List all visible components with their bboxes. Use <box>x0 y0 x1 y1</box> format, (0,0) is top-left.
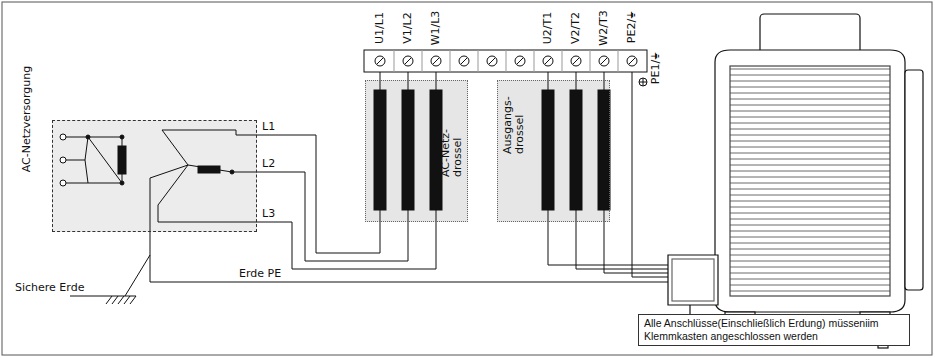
terminal-strip <box>364 50 647 72</box>
supply-wire <box>257 172 408 261</box>
wire-label: L3 <box>261 208 276 220</box>
terminal-label: W1/L3 <box>430 11 442 46</box>
node-text: AC-Netz- drossel <box>440 121 464 177</box>
reactor-coils <box>374 72 610 222</box>
supply-region: AC-Netzversorgung <box>52 120 257 232</box>
line-reactor: AC-Netz- drossel <box>365 80 468 222</box>
terminal-label: PE2/⏚ <box>626 11 638 43</box>
motor-wires <box>548 72 668 277</box>
terminal-label: V1/L2 <box>402 12 414 43</box>
supply-fill <box>52 120 257 232</box>
note-box: Alle Anschlüsse(Einschließlich Erdung) m… <box>638 314 910 346</box>
supply-wire <box>257 135 380 253</box>
terminal-label: PE1/⏚ <box>650 52 662 84</box>
terminal-label: U1/L1 <box>374 12 386 44</box>
terminal-label: U2/T1 <box>542 12 554 44</box>
ground-symbol <box>70 296 136 304</box>
node-text: Alle Anschlüsse(Einschließlich Erdung) m… <box>644 317 904 343</box>
terminal-label: W2/T3 <box>598 10 610 45</box>
pe-terminal-symbol <box>639 78 647 86</box>
supply-wire <box>257 222 436 269</box>
reactor-fill <box>365 80 468 222</box>
output-reactor: Ausgangs- drossel <box>497 80 610 222</box>
motor <box>668 14 923 348</box>
wire-label: Sichere Erde <box>14 282 85 294</box>
wire-label: Erde PE <box>238 268 282 280</box>
wire-label: L1 <box>261 121 276 133</box>
node-text: Ausgangs- drossel <box>502 88 526 154</box>
terminal-label: V2/T2 <box>570 12 582 44</box>
wire-label: L2 <box>261 158 276 170</box>
node-text: AC-Netzversorgung <box>21 66 33 173</box>
reactor-fill <box>497 80 610 222</box>
